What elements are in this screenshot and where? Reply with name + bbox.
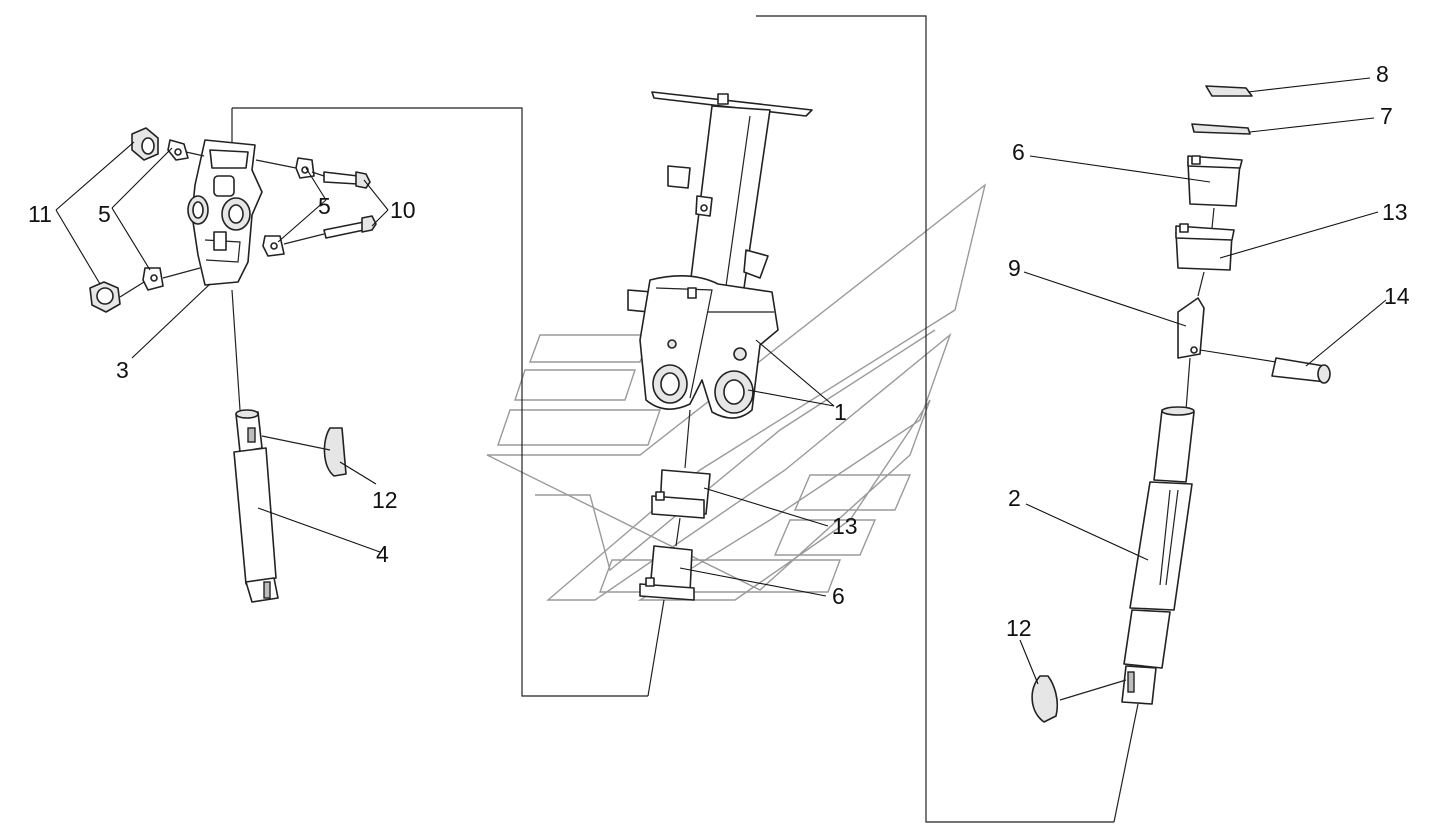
callout-11: 11 (28, 201, 52, 227)
assembly-frame-lines (232, 15, 1114, 823)
callout-12-left: 12 (372, 487, 398, 513)
callout-1: 1 (834, 399, 847, 425)
callout-leaders (55, 77, 1387, 685)
callout-6-centre: 6 (832, 583, 845, 609)
callout-14: 14 (1384, 283, 1410, 309)
callout-4: 4 (376, 541, 389, 567)
steering-shaft-assembly (1031, 85, 1331, 823)
callout-7: 7 (1380, 103, 1393, 129)
callout-6-right: 6 (1012, 139, 1025, 165)
callout-labels: 11 5 5 10 3 12 4 1 13 6 8 7 6 13 9 14 2 … (28, 61, 1410, 641)
watermark-logo (486, 183, 987, 601)
universal-joint-assembly (89, 108, 377, 603)
callout-13-centre: 13 (832, 513, 858, 539)
callout-2: 2 (1008, 485, 1021, 511)
callout-10: 10 (390, 197, 416, 223)
callout-9: 9 (1008, 255, 1021, 281)
callout-13-right: 13 (1382, 199, 1408, 225)
callout-12-right: 12 (1006, 615, 1032, 641)
callout-8: 8 (1376, 61, 1389, 87)
callout-3: 3 (116, 357, 129, 383)
callout-5-right: 5 (318, 193, 331, 219)
steering-column (627, 91, 813, 697)
callout-5-left: 5 (98, 201, 111, 227)
